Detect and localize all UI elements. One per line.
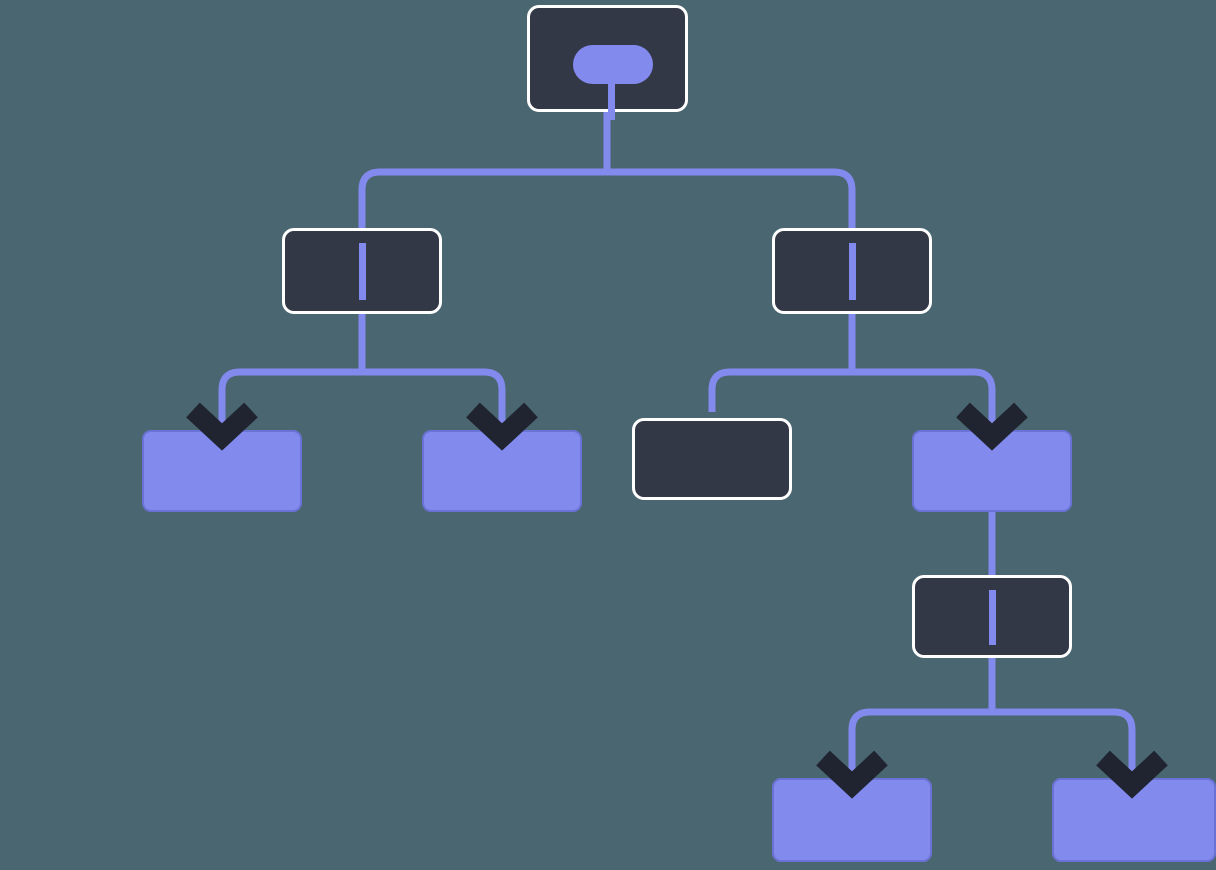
node-label <box>424 432 580 510</box>
node-label <box>774 780 930 860</box>
node-leaf-1[interactable] <box>142 430 302 512</box>
node-badge-stem <box>608 78 615 120</box>
edge-segment-line-n-right <box>849 243 856 300</box>
node-n-dark-plain[interactable] <box>632 418 792 500</box>
node-badge-pill <box>573 45 653 84</box>
node-label <box>914 432 1070 510</box>
node-label <box>635 421 789 497</box>
edge-segment-line-n-left <box>359 243 366 300</box>
node-root[interactable] <box>527 5 688 120</box>
node-n-dark-deep[interactable] <box>912 575 1072 658</box>
node-leaf-3[interactable] <box>772 778 932 862</box>
node-n-purple-mid[interactable] <box>912 430 1072 512</box>
node-label <box>1054 780 1214 860</box>
node-leaf-4[interactable] <box>1052 778 1216 862</box>
node-label <box>144 432 300 510</box>
node-leaf-2[interactable] <box>422 430 582 512</box>
edge-segment-line-n-dark-deep <box>989 590 996 645</box>
